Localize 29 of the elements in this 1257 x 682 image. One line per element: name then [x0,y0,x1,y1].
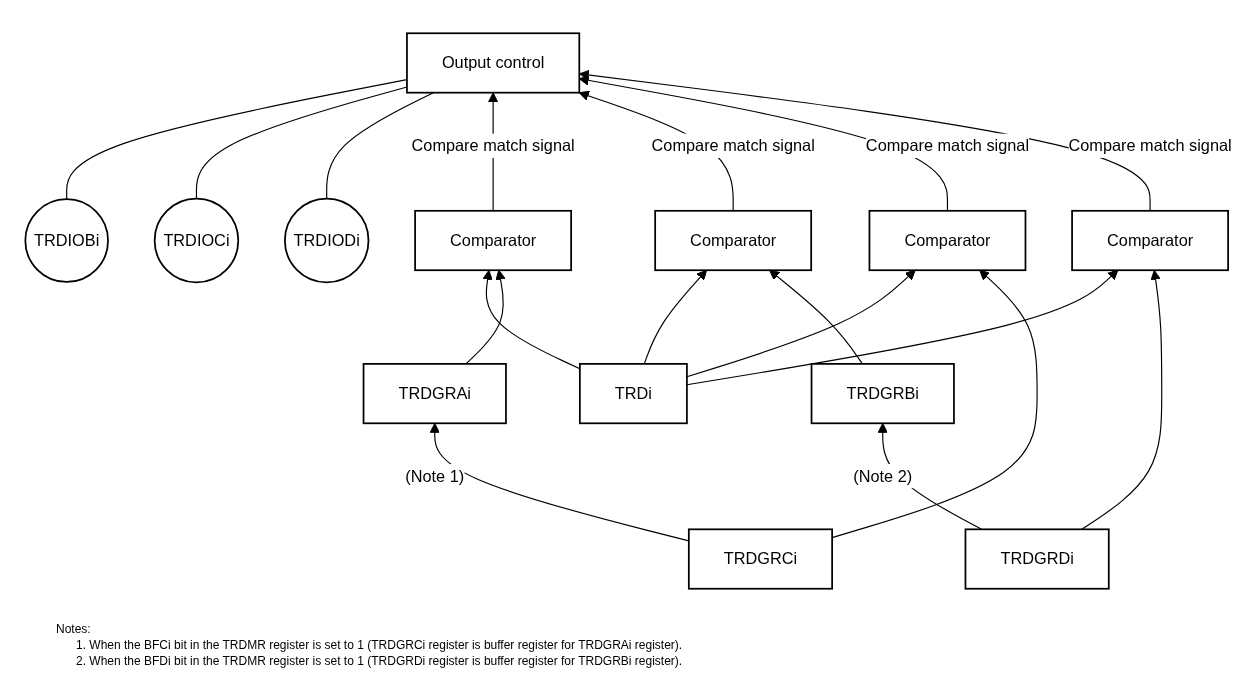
connector [326,92,434,200]
edge-label: Compare match signal [865,135,1030,155]
notes-heading: Notes: [56,622,92,636]
arrow [643,269,707,365]
arrow [1081,269,1163,530]
edge-label: Compare match signal [411,135,575,155]
arrow [769,269,863,365]
edge-label: Compare match signal [1068,135,1232,155]
node-box: Comparator [1071,209,1229,272]
node-box: TRDGRBi [810,363,955,425]
arrow [465,269,506,365]
arrow [686,269,1119,386]
edge-label: (Note 1) [405,466,465,486]
node-box: TRDGRDi [964,528,1110,590]
note-text: 1. When the BFCi bit in the TRDMR register is set to 1 (TRDGRCi register is buffer register for TRDGRAi register). [75,638,684,652]
node-circle: TRDIOBi [24,198,109,283]
node-circle: TRDIOCi [153,197,240,284]
node-box: Comparator [414,209,572,272]
node-box: Comparator [654,209,813,272]
node-box: TRDGRAi [362,363,507,425]
node-box: Output control [406,32,581,94]
edge-label: Compare match signal [651,135,815,155]
node-box: TRDi [578,363,688,425]
node-circle: TRDIODi [284,197,370,284]
edge-label: (Note 2) [853,466,913,486]
node-box: TRDGRCi [687,528,833,590]
arrow [686,269,916,378]
note-text: 2. When the BFDi bit in the TRDMR register is set to 1 (TRDGRDi register is buffer register for TRDGRBi register). [75,654,684,668]
node-box: Comparator [868,209,1027,272]
